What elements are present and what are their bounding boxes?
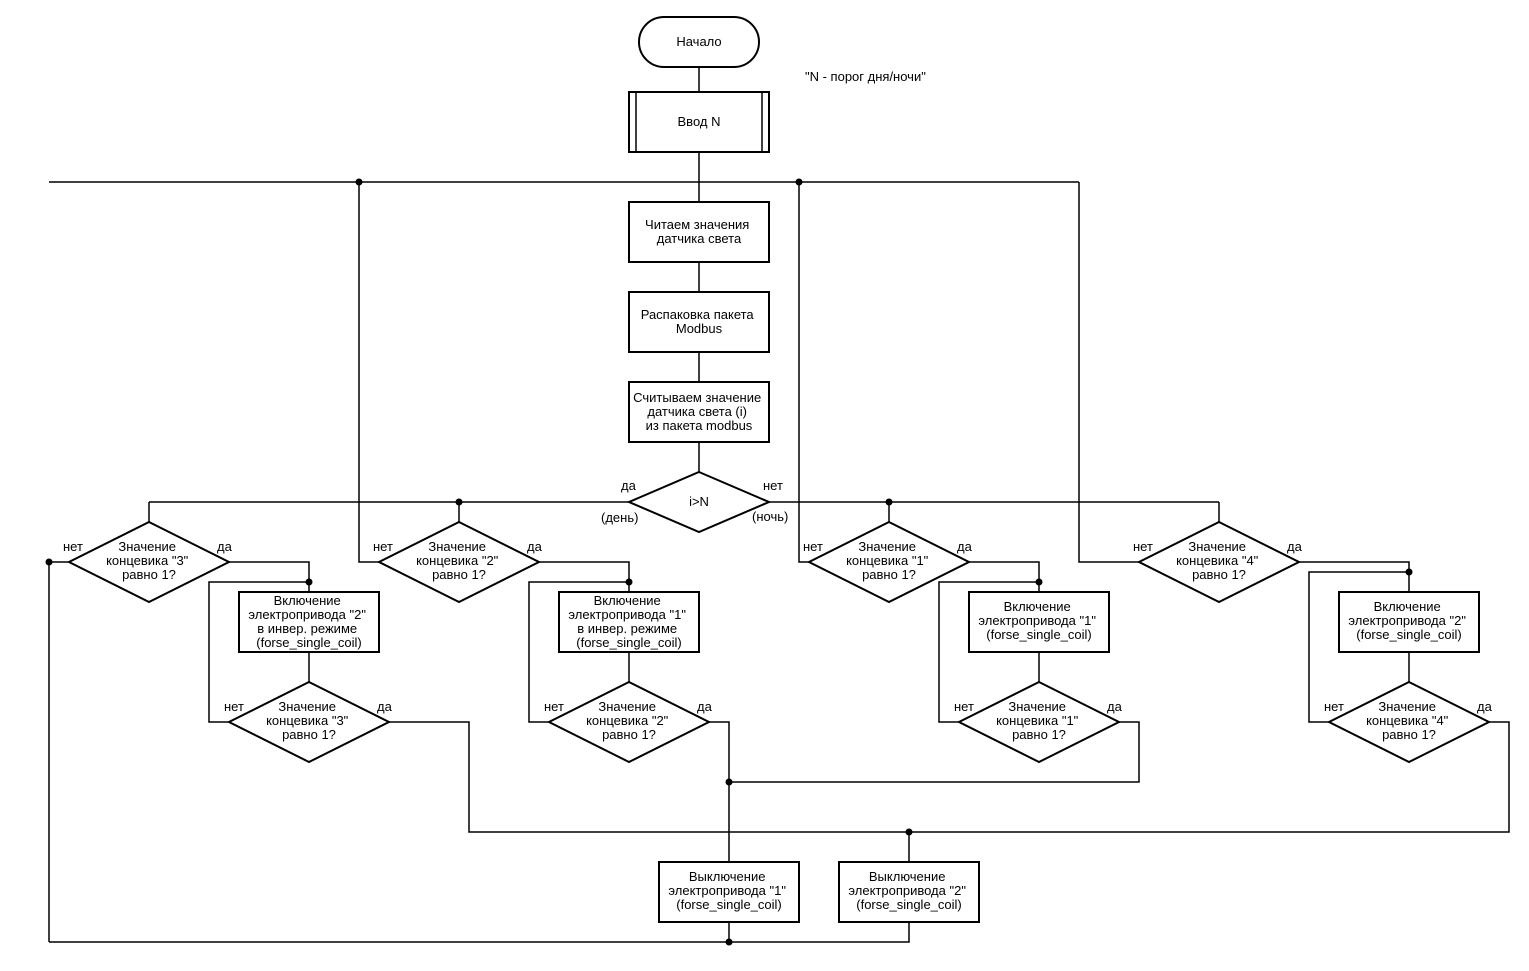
junction-dot (455, 498, 463, 506)
read-sensor-label: Читаем значения датчика света (645, 217, 753, 246)
junction-dot (725, 778, 733, 786)
drive2-on-label: Включение электропривода "2" (forse_sing… (1348, 599, 1469, 642)
main-no-note: (ночь) (752, 509, 788, 524)
limit2-confirm-decision: Значение концевика "2" равно 1? нет да (544, 680, 713, 764)
yes-label: да (1477, 699, 1493, 714)
wire-limit2-yes (539, 561, 630, 592)
no-label: нет (63, 539, 83, 554)
limit2-decision: Значение концевика "2" равно 1? нет да (373, 520, 543, 604)
limit3-decision: Значение концевика "3" равно 1? нет да (63, 520, 233, 604)
yes-label: да (697, 699, 713, 714)
wire-check3-no-loop (208, 581, 309, 723)
limit3-confirm-decision: Значение концевика "3" равно 1? нет да (224, 680, 393, 764)
junction-dot (305, 578, 313, 586)
main-yes-note: (день) (601, 510, 638, 525)
wire-limit1-yes (969, 561, 1040, 592)
main-no-label: нет (763, 478, 783, 493)
wire-limit2-no (358, 182, 379, 563)
input-n-process: Ввод N (628, 91, 770, 153)
junction-dot (885, 498, 893, 506)
drive1-on-process: Включение электропривода "1" (forse_sing… (968, 591, 1110, 653)
unpack-label: Распаковка пакета Modbus (641, 307, 758, 336)
wire-limit3-no (48, 561, 69, 942)
drive1-off-process: Выключение электропривода "1" (forse_sin… (658, 861, 800, 923)
threshold-note: "N - порог дня/ночи" (805, 69, 926, 84)
wire-check1-yes (729, 721, 1140, 783)
wire-check1-no-loop (938, 581, 1039, 723)
drive2-on-process: Включение электропривода "2" (forse_sing… (1338, 591, 1480, 653)
junction-dot (1405, 568, 1413, 576)
wire-check4-no-loop (1308, 571, 1409, 723)
junction-dot (905, 828, 913, 836)
limit4-decision: Значение концевика "4" равно 1? нет да (1133, 520, 1303, 604)
junction-dot (1035, 578, 1043, 586)
no-label: нет (954, 699, 974, 714)
limit1-confirm-decision: Значение концевика "1" равно 1? нет да (954, 680, 1123, 764)
wire-drive2-off-bottom (49, 922, 910, 943)
yes-label: да (957, 539, 973, 554)
drive1-on-label: Включение электропривода "1" (forse_sing… (978, 599, 1099, 642)
drive2-off-label: Выключение электропривода "2" (forse_sin… (848, 869, 969, 912)
junction-dot (355, 178, 363, 186)
no-label: нет (373, 539, 393, 554)
limit4-confirm-decision: Значение концевика "4" равно 1? нет да (1324, 680, 1493, 764)
read-value-process: Считываем значение датчика света (i) из … (628, 381, 770, 443)
wire-limit3-yes (229, 561, 310, 592)
limit2-confirm-label: Значение концевика "2" равно 1? (586, 699, 672, 742)
drive1-inv-on-label: Включение электропривода "1" в инвер. ре… (568, 593, 689, 650)
start-label: Начало (676, 34, 721, 49)
limit1-decision: Значение концевика "1" равно 1? нет да (803, 520, 973, 604)
junction-dot (45, 558, 53, 566)
input-n-label: Ввод N (678, 114, 721, 129)
drive2-inv-on-process: Включение электропривода "2" в инвер. ре… (238, 591, 380, 653)
yes-label: да (1287, 539, 1303, 554)
wire-limit4-no (1078, 182, 1139, 563)
limit1-label: Значение концевика "1" равно 1? (846, 539, 932, 582)
unpack-process: Распаковка пакета Modbus (628, 291, 770, 353)
read-value-label: Считываем значение датчика света (i) из … (633, 390, 765, 433)
main-decision-label: i>N (689, 494, 709, 509)
drive1-off-label: Выключение электропривода "1" (forse_sin… (668, 869, 789, 912)
junction-dot (795, 178, 803, 186)
drive1-inv-on-process: Включение электропривода "1" в инвер. ре… (558, 591, 700, 653)
no-label: нет (544, 699, 564, 714)
drive2-off-process: Выключение электропривода "2" (forse_sin… (838, 861, 980, 923)
yes-label: да (527, 539, 543, 554)
limit4-label: Значение концевика "4" равно 1? (1176, 539, 1262, 582)
yes-label: да (217, 539, 233, 554)
main-yes-label: да (621, 478, 637, 493)
yes-label: да (377, 699, 393, 714)
no-label: нет (803, 539, 823, 554)
limit3-label: Значение концевика "3" равно 1? (106, 539, 192, 582)
drive2-inv-on-label: Включение электропривода "2" в инвер. ре… (248, 593, 369, 650)
junctions (45, 178, 1413, 946)
connectors (48, 67, 1510, 943)
yes-label: да (1107, 699, 1123, 714)
no-label: нет (224, 699, 244, 714)
limit1-confirm-label: Значение концевика "1" равно 1? (996, 699, 1082, 742)
main-decision: i>N да (день) нет (ночь) (601, 470, 788, 534)
limit2-label: Значение концевика "2" равно 1? (416, 539, 502, 582)
junction-dot (625, 578, 633, 586)
limit3-confirm-label: Значение концевика "3" равно 1? (266, 699, 352, 742)
wire-check3-yes (389, 721, 1510, 833)
wire-limit4-yes (1299, 561, 1410, 592)
wire-limit1-no (798, 182, 809, 563)
wire-check2-no-loop (528, 581, 629, 723)
limit4-confirm-label: Значение концевика "4" равно 1? (1366, 699, 1452, 742)
read-sensor-process: Читаем значения датчика света (628, 201, 770, 263)
no-label: нет (1133, 539, 1153, 554)
no-label: нет (1324, 699, 1344, 714)
wire-check2-yes (709, 721, 730, 862)
junction-dot (725, 938, 733, 946)
start-terminal: Начало (638, 16, 760, 68)
